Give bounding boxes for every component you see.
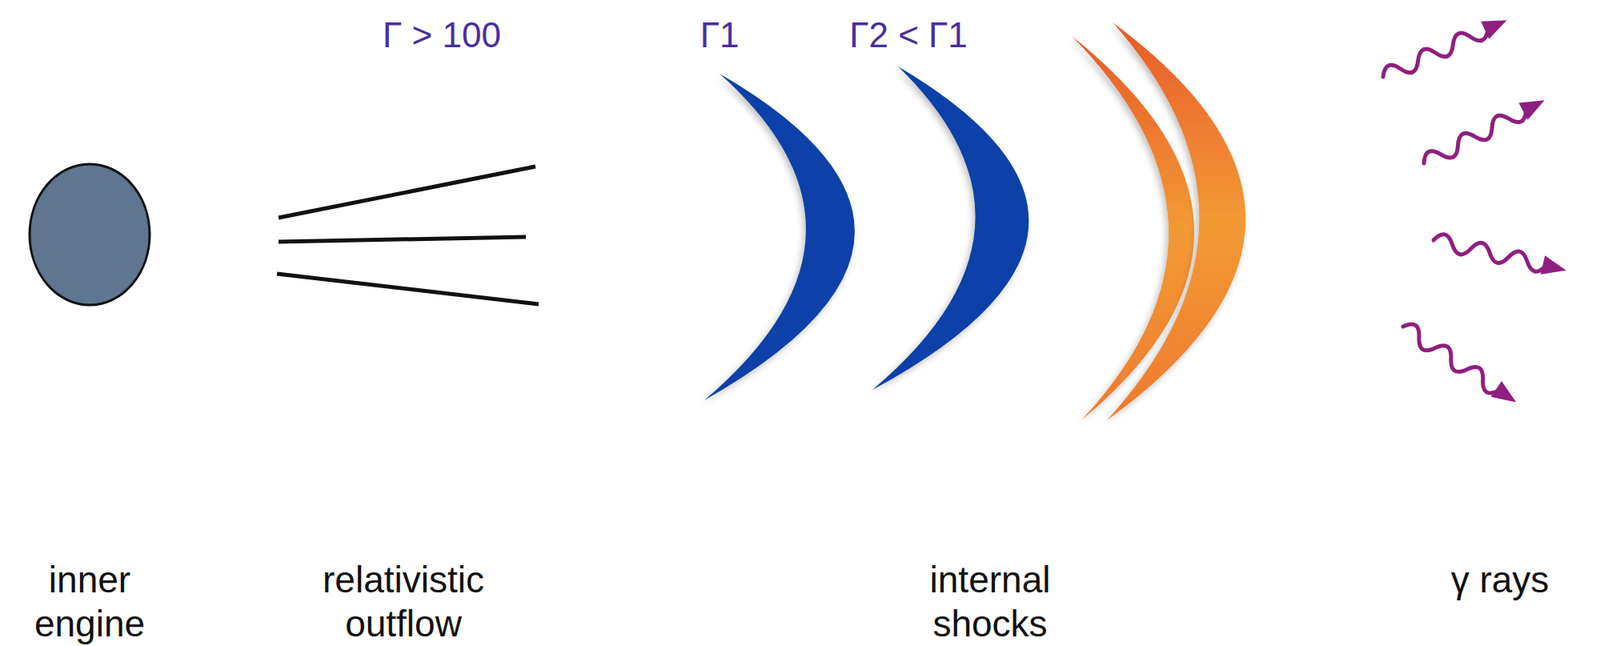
- lorentz-factor-label: Γ2 < Γ1: [849, 14, 968, 57]
- gamma-photons: [1379, 11, 1568, 410]
- lorentz-factor-label: Γ > 100: [382, 14, 502, 57]
- photon-arrow: [1397, 318, 1522, 411]
- photon-arrow: [1431, 230, 1568, 280]
- outflow-line: [278, 236, 526, 242]
- stage-caption: γ rays: [1451, 557, 1550, 602]
- stage-caption: internal shocks: [930, 557, 1051, 646]
- outflow-line: [278, 166, 536, 218]
- stage-caption: inner engine: [34, 557, 145, 646]
- shell-crescent: [872, 66, 1029, 390]
- inner-engine-blob: [29, 164, 150, 305]
- outflow-line: [276, 273, 539, 305]
- shocked-shell: [1106, 22, 1246, 421]
- photon-arrow: [1419, 92, 1549, 173]
- outflow-lines: [276, 166, 539, 305]
- photon-arrow: [1379, 11, 1512, 86]
- lorentz-factor-label: Γ1: [700, 14, 740, 57]
- stage-caption: relativistic outflow: [322, 557, 485, 646]
- shell-crescent: [704, 73, 855, 401]
